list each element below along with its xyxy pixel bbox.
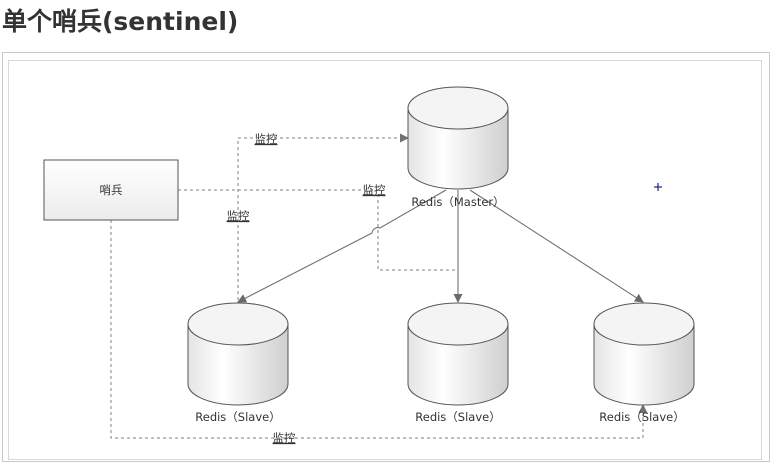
redis-slave-label: Redis（Slave） [599, 410, 684, 424]
monitor-label-left: 监控 [227, 209, 250, 223]
master-to-slave-right-line [469, 189, 644, 303]
monitor-labels: 监控 监控 监控 监控 [227, 132, 386, 445]
master-to-slave-left-line [237, 189, 447, 303]
redis-slave-label: Redis（Slave） [195, 410, 280, 424]
redis-slave-node-left[interactable]: Redis（Slave） [187, 302, 289, 424]
monitor-label-center: 监控 [363, 183, 386, 197]
monitor-line-to-slave-right [110, 220, 648, 439]
replication-lines [237, 189, 644, 303]
crosshair-marker-icon [654, 183, 662, 191]
monitor-lines [110, 133, 648, 439]
redis-slave-label: Redis（Slave） [415, 410, 500, 424]
monitor-label-bottom: 监控 [273, 431, 296, 445]
redis-master-node[interactable]: Redis（Master） [407, 86, 509, 209]
monitor-line-to-master [237, 133, 409, 300]
page-title: 单个哨兵(sentinel) [2, 7, 239, 36]
sentinel-diagram: 哨兵 Redis（Master） Redis（Slave） Redis（Slav… [43, 86, 695, 445]
monitor-line-sentinel-horizontal [178, 189, 458, 271]
sentinel-label: 哨兵 [100, 183, 123, 197]
redis-slave-node-middle[interactable]: Redis（Slave） [407, 302, 509, 424]
redis-slave-node-right[interactable]: Redis（Slave） [593, 302, 695, 424]
redis-master-label: Redis（Master） [411, 195, 504, 209]
sentinel-node[interactable]: 哨兵 [43, 159, 179, 221]
monitor-label-top: 监控 [255, 132, 278, 146]
